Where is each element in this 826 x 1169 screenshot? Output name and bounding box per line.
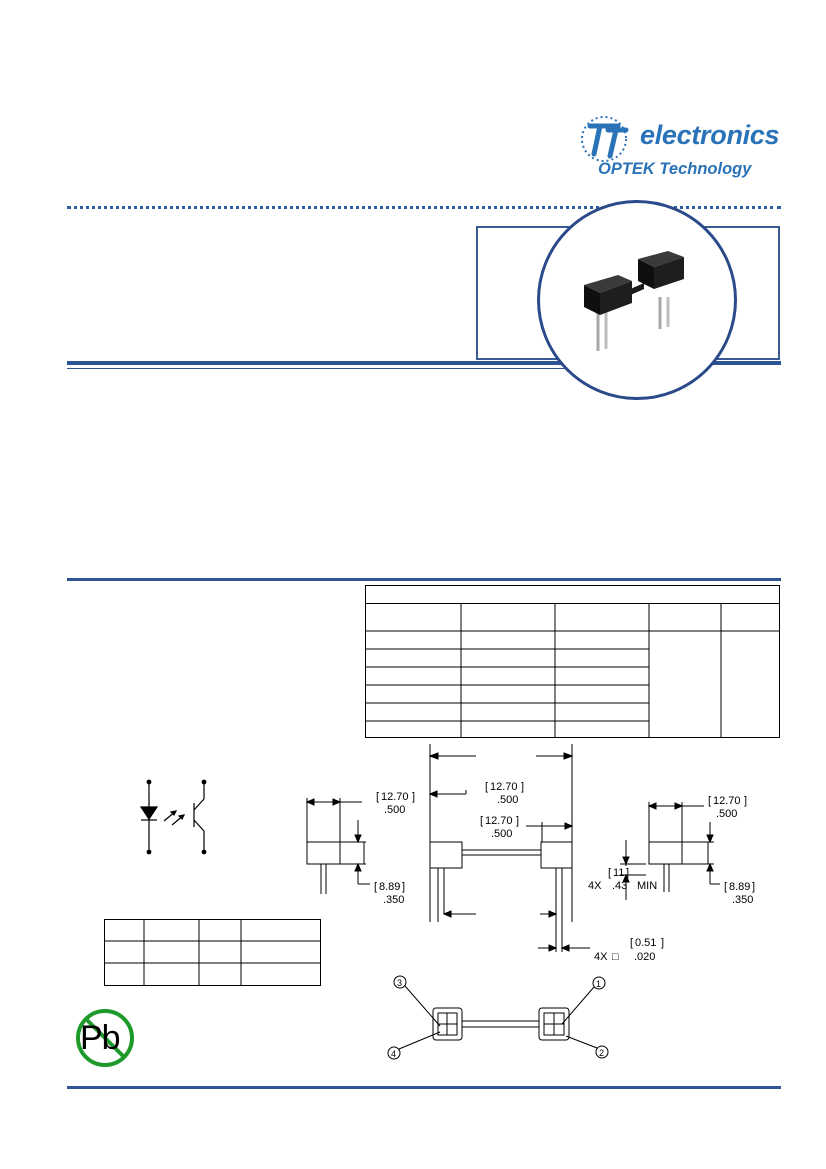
dim-right-height-in: .350 xyxy=(732,894,753,906)
dim-front-mm: 12.70 xyxy=(490,781,518,793)
slotted-optical-switch-photo xyxy=(584,251,684,351)
svg-text:]: ] xyxy=(521,781,524,793)
dim-left-width-in: .500 xyxy=(384,804,405,816)
dim-right-height-mm: 8.89 xyxy=(729,881,750,893)
pinout-table xyxy=(104,919,321,986)
svg-text:]: ] xyxy=(402,881,405,893)
ordering-table-header-line xyxy=(366,603,779,604)
schematic-symbol xyxy=(139,779,207,855)
company-logo: electronics OPTEK Technology xyxy=(578,112,780,182)
section-rule xyxy=(67,578,781,581)
pin-3-label: 3 xyxy=(397,978,402,988)
brand-subtitle: OPTEK Technology xyxy=(598,160,752,178)
dim-lead-min: MIN xyxy=(637,880,657,892)
svg-text:□: □ xyxy=(612,951,619,963)
pin-1-label: 1 xyxy=(596,979,601,989)
pin-2-label: 2 xyxy=(599,1048,604,1058)
svg-text:[: [ xyxy=(724,881,727,893)
no-lead-text: Pb xyxy=(80,1019,121,1057)
dim-left-height-mm: 8.89 xyxy=(379,881,400,893)
product-photo-circle xyxy=(537,200,737,400)
svg-text:[: [ xyxy=(485,781,488,793)
dim-left-width-mm: 12.70 xyxy=(381,791,409,803)
svg-text:[: [ xyxy=(708,795,711,807)
dim-front-pitch-mm: 12.70 xyxy=(485,815,513,827)
dim-pin-in: .020 xyxy=(634,951,655,963)
svg-text:]: ] xyxy=(626,867,629,879)
ordering-table xyxy=(365,585,780,738)
outline-drawing: [ 12.70 ] .500 [ 8.89 ] .350 [ 12.70 ] .… xyxy=(305,744,755,1060)
svg-text:[: [ xyxy=(630,937,633,949)
svg-text:]: ] xyxy=(516,815,519,827)
dim-lead-qty: 4X xyxy=(588,880,602,892)
dim-front-in: .500 xyxy=(497,794,518,806)
tt-logo-icon xyxy=(581,116,629,162)
svg-text:[: [ xyxy=(480,815,483,827)
pin-4-label: 4 xyxy=(391,1049,396,1059)
svg-text:[: [ xyxy=(376,791,379,803)
dim-pin-mm: 0.51 xyxy=(635,937,656,949)
dim-lead-mm: 11 xyxy=(613,867,624,879)
svg-text:[: [ xyxy=(374,881,377,893)
svg-text:[: [ xyxy=(608,867,611,879)
brand-name: electronics xyxy=(640,120,780,150)
pinout-table-grid xyxy=(104,919,321,986)
footer-rule xyxy=(67,1086,781,1089)
dim-pin-qty: 4X xyxy=(594,951,608,963)
header-dotted-rule xyxy=(67,206,781,209)
svg-text:]: ] xyxy=(412,791,415,803)
dim-right-width-in: .500 xyxy=(716,808,737,820)
ordering-table-grid xyxy=(365,603,780,738)
dim-lead-in: .43 xyxy=(612,880,627,892)
title-rule xyxy=(67,361,781,365)
no-lead-circle xyxy=(76,1009,134,1067)
title-rule-thin xyxy=(67,368,567,369)
dim-front-pitch-in: .500 xyxy=(491,828,512,840)
svg-text:]: ] xyxy=(661,937,664,949)
dim-right-width-mm: 12.70 xyxy=(713,795,741,807)
dim-left-height-in: .350 xyxy=(383,894,404,906)
svg-text:]: ] xyxy=(752,881,755,893)
no-lead-icon: Pb xyxy=(74,1007,136,1069)
svg-text:]: ] xyxy=(744,795,747,807)
